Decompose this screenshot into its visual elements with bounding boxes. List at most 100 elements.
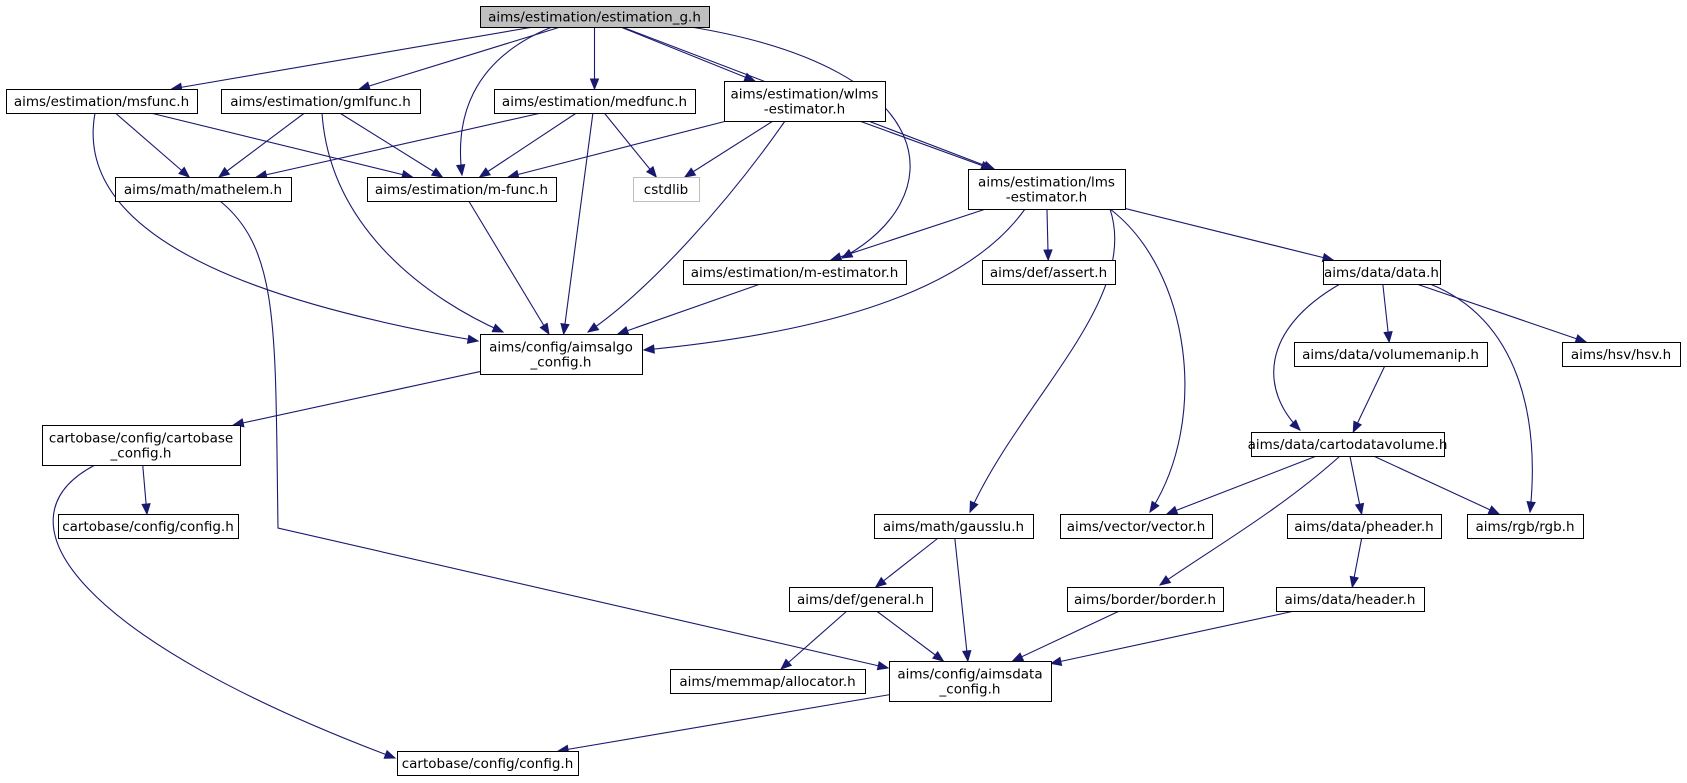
node-cartodatavolume[interactable]: aims/data/cartodatavolume.h <box>1248 432 1448 457</box>
node-aimsdata_config[interactable]: aims/config/aimsdata_config.h <box>889 661 1052 702</box>
edge-cartobase_config-to-cb_config-arrowhead <box>383 749 397 759</box>
node-label: aims/hsv/hsv.h <box>1571 347 1671 363</box>
node-hsv[interactable]: aims/hsv/hsv.h <box>1562 342 1681 367</box>
edge-cartodatavolume-to-border-arrowhead <box>1158 575 1172 586</box>
node-label: aims/config/aimsalgo <box>489 340 633 356</box>
node-cstdlib[interactable]: cstdlib <box>633 177 700 202</box>
edge-lms-to-vector-arrowhead <box>1149 500 1160 514</box>
node-medfunc[interactable]: aims/estimation/medfunc.h <box>494 89 696 114</box>
node-label: aims/estimation/msfunc.h <box>14 94 189 110</box>
node-mestimator[interactable]: aims/estimation/m-estimator.h <box>683 260 907 285</box>
edge-mestimator-to-aimsalgo_config-arrowhead <box>616 326 630 335</box>
edge-gausslu-to-general-arrowhead <box>874 576 887 588</box>
edge-mfunc-to-aimsalgo_config-arrowhead <box>539 322 550 336</box>
node-label: cartobase/config/config.h <box>402 756 574 772</box>
edge-header-to-aimsdata_config-arrowhead <box>1049 656 1063 666</box>
node-estimation_g[interactable]: aims/estimation/estimation_g.h <box>480 6 710 28</box>
node-cartobase_config[interactable]: cartobase/config/cartobase_config.h <box>42 425 241 466</box>
node-label: aims/data/header.h <box>1285 592 1416 608</box>
node-label: _config.h <box>939 682 1001 698</box>
node-label: aims/math/mathelem.h <box>124 182 282 198</box>
node-label: aims/memmap/allocator.h <box>679 674 855 690</box>
node-label: aims/def/assert.h <box>990 265 1107 281</box>
node-header[interactable]: aims/data/header.h <box>1276 587 1425 612</box>
edge-gmlfunc-to-aimsalgo_config-arrowhead <box>491 323 505 333</box>
edge-general-to-aimsdata_config-arrowhead <box>932 650 945 662</box>
edge-gmlfunc-to-mfunc-arrowhead <box>430 167 444 178</box>
node-box <box>1251 432 1445 457</box>
edge-medfunc-to-aimsalgo_config-arrowhead <box>560 322 570 336</box>
edge-msfunc-to-aimsalgo_config <box>92 112 479 342</box>
node-border[interactable]: aims/border/border.h <box>1067 587 1224 612</box>
node-box <box>367 177 557 202</box>
edge-gausslu-to-general <box>875 537 939 588</box>
node-vector[interactable]: aims/vector/vector.h <box>1060 514 1213 539</box>
node-general[interactable]: aims/def/general.h <box>789 587 933 612</box>
edge-estimation_g-to-mfunc <box>459 26 553 176</box>
node-allocator[interactable]: aims/memmap/allocator.h <box>670 669 866 694</box>
node-box <box>874 514 1034 539</box>
edge-msfunc-to-mathelem-arrowhead <box>178 166 191 178</box>
node-data[interactable]: aims/data/data.h <box>1323 260 1441 285</box>
node-label: aims/estimation/m-func.h <box>375 182 548 198</box>
node-rgb[interactable]: aims/rgb/rgb.h <box>1467 514 1584 539</box>
edge-cartobase_config-to-cb_config_small-arrowhead <box>141 503 151 516</box>
node-box <box>42 425 241 466</box>
node-label: aims/data/pheader.h <box>1294 519 1433 535</box>
edge-estimation_g-to-wlms <box>620 26 756 82</box>
node-aimsalgo_config[interactable]: aims/config/aimsalgo_config.h <box>480 334 643 375</box>
edge-gmlfunc-to-aimsalgo_config <box>321 112 504 333</box>
node-box <box>633 177 700 202</box>
edge-cartodatavolume-to-rgb-arrowhead <box>1487 505 1501 515</box>
edge-estimation_g-to-mestimator <box>690 26 911 259</box>
edge-medfunc-to-cstdlib-arrowhead <box>645 165 658 179</box>
node-label: -estimator.h <box>1006 190 1087 206</box>
edge-general-to-allocator <box>780 610 848 670</box>
node-gmlfunc[interactable]: aims/estimation/gmlfunc.h <box>221 89 421 114</box>
node-lms[interactable]: aims/estimation/lms-estimator.h <box>968 169 1126 210</box>
edge-pheader-to-header-arrowhead <box>1349 575 1359 589</box>
edge-mathelem-to-aimsdata_config-arrowhead <box>876 661 890 671</box>
edge-wlms-to-cstdlib <box>684 120 774 178</box>
node-pheader[interactable]: aims/data/pheader.h <box>1287 514 1442 539</box>
edge-estimation_g-to-medfunc-arrowhead <box>589 78 600 91</box>
edge-volumemanip-to-cartodatavolume-arrowhead <box>1352 420 1363 434</box>
node-label: aims/vector/vector.h <box>1067 519 1206 535</box>
edge-border-to-aimsdata_config-arrowhead <box>1011 652 1025 662</box>
node-volumemanip[interactable]: aims/data/volumemanip.h <box>1294 342 1488 367</box>
edge-data-to-volumemanip-arrowhead <box>1383 331 1393 344</box>
edge-gausslu-to-aimsdata_config <box>954 537 969 662</box>
edge-general-to-allocator-arrowhead <box>780 658 793 670</box>
edge-layer <box>52 26 1588 759</box>
edge-cartodatavolume-to-border <box>1159 455 1341 586</box>
node-msfunc[interactable]: aims/estimation/msfunc.h <box>6 89 198 114</box>
edge-aimsdata_config-to-cb_config <box>558 694 890 752</box>
edge-wlms-to-mfunc <box>508 120 727 178</box>
node-box <box>683 260 907 285</box>
node-box <box>724 81 886 122</box>
edge-lms-to-aimsalgo_config-arrowhead <box>642 344 655 354</box>
edge-border-to-aimsdata_config <box>1012 610 1120 662</box>
node-label: cartobase/config/cartobase <box>49 431 233 447</box>
node-box <box>1467 514 1584 539</box>
edge-wlms-to-aimsalgo_config-arrowhead <box>586 322 600 333</box>
node-box <box>968 169 1126 210</box>
node-mfunc[interactable]: aims/estimation/m-func.h <box>367 177 557 202</box>
node-wlms[interactable]: aims/estimation/wlms-estimator.h <box>724 81 886 122</box>
node-gausslu[interactable]: aims/math/gausslu.h <box>874 514 1034 539</box>
node-label: aims/estimation/estimation_g.h <box>488 10 701 26</box>
edge-data-to-hsv <box>1416 283 1587 343</box>
node-mathelem[interactable]: aims/math/mathelem.h <box>115 177 292 202</box>
node-label: aims/rgb/rgb.h <box>1475 519 1574 535</box>
node-assert[interactable]: aims/def/assert.h <box>982 260 1116 285</box>
node-box <box>1060 514 1213 539</box>
edge-lms-to-mestimator <box>830 208 986 261</box>
node-cb_config[interactable]: cartobase/config/config.h <box>397 751 579 776</box>
node-box <box>480 6 710 28</box>
node-box <box>1067 587 1224 612</box>
edge-mfunc-to-aimsalgo_config <box>468 200 550 335</box>
node-cb_config_small[interactable]: cartobase/config/config.h <box>58 514 239 539</box>
edge-general-to-aimsdata_config <box>876 610 944 662</box>
node-label: aims/data/data.h <box>1324 265 1439 281</box>
edge-wlms-to-cstdlib-arrowhead <box>683 167 697 178</box>
